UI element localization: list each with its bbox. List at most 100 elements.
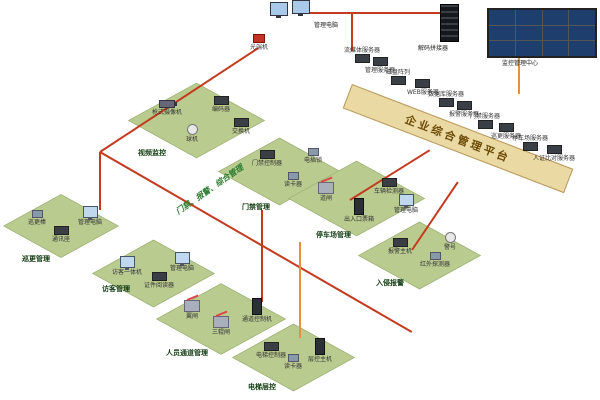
monitor-icon: [82, 206, 98, 220]
device-label: 三辊闸: [212, 329, 231, 336]
server-label: 报警服务器: [449, 111, 480, 118]
card-reader-icon: [287, 354, 299, 362]
device-label: 电插锁: [304, 157, 323, 164]
encoder-icon: [213, 96, 229, 105]
video-wall-cell: [569, 10, 595, 25]
lock-icon: [307, 148, 319, 156]
server-node: 人证比对服务器: [533, 145, 575, 162]
server-node: 巡更服务器: [491, 123, 521, 140]
panel-label-visitor: 访客管理: [102, 285, 130, 293]
pir-detector: 红外探测器: [420, 252, 450, 268]
server-icon: [477, 120, 493, 129]
workstation-icon: [270, 2, 288, 18]
server-icon: [354, 54, 370, 63]
comm-dock-icon: [53, 226, 69, 235]
decoder-server-icon: [440, 4, 459, 42]
tripod-turnstile: 三辊闸: [212, 316, 230, 336]
elevator-controller-icon: [263, 342, 279, 351]
alarm-host-icon: [392, 238, 408, 247]
device-label: 通道控制机: [242, 316, 273, 323]
server-label: WEB服务器: [407, 89, 439, 96]
management-pc: 管理电脑: [78, 206, 102, 226]
electric-lock: 电插锁: [304, 148, 322, 164]
video-wall-cell: [569, 25, 595, 41]
comm-dock: 通讯座: [52, 226, 70, 243]
optical-transceiver-label: 光端机: [250, 44, 269, 51]
device-label: 车辆检测器: [374, 188, 405, 195]
device-label: 管理电脑: [394, 207, 419, 214]
video-wall-cell: [489, 25, 515, 41]
connection-line: [310, 12, 446, 14]
wing-gate: 翼闸: [184, 300, 200, 320]
server-icon: [522, 142, 538, 151]
barrier-gate-icon: [318, 182, 334, 194]
server-node: 报警服务器: [449, 101, 479, 118]
server-label: 流媒体服务器: [344, 47, 381, 54]
connection-line: [261, 210, 263, 302]
video-wall-cell: [515, 25, 542, 41]
panel-label-parking: 停车场管理: [316, 231, 351, 239]
panel-label-passage: 人员通道管理: [166, 349, 208, 357]
siren: 警号: [444, 232, 456, 251]
server-label: 门禁服务器: [470, 113, 501, 120]
elevator-controller: 电梯控制器: [256, 342, 286, 359]
device-label: 枪式摄像机: [152, 109, 183, 116]
server-label: 人证比对服务器: [533, 155, 576, 162]
video-wall-cell: [515, 10, 542, 25]
device-label: 报警主机: [388, 248, 413, 255]
pir-detector-icon: [429, 252, 441, 260]
video-wall-label: 监控管理中心: [502, 60, 539, 67]
server-node: 数据库服务器: [428, 90, 464, 107]
optical-transceiver-icon: [253, 34, 265, 43]
server-node: 磁盘阵列: [386, 68, 410, 85]
device-label: 编码器: [212, 106, 231, 113]
card-reader: 读卡器: [284, 172, 302, 188]
video-wall-cell: [542, 10, 569, 25]
video-wall-cell: [542, 25, 569, 41]
kiosk-icon: [119, 256, 135, 270]
id-reader-icon: [151, 272, 167, 281]
video-wall-cell: [569, 41, 595, 56]
panel-label-access: 门禁管理: [242, 203, 270, 211]
server-node: 停车场服务器: [512, 134, 548, 151]
visitor-kiosk: 访客一体机: [112, 256, 142, 276]
connection-line: [351, 13, 353, 51]
floor-control-host-icon: [315, 338, 325, 355]
server-label: 停车场服务器: [512, 135, 549, 142]
server-node: 门禁服务器: [470, 112, 500, 129]
bullet-camera: 枪式摄像机: [152, 100, 182, 116]
device-label: 门禁控制器: [252, 160, 283, 167]
workstation-label: 管理电脑: [314, 22, 339, 29]
server-label: 磁盘阵列: [386, 69, 411, 76]
ticket-box: 出入口票箱: [344, 198, 374, 223]
passage-controller: 通道控制机: [242, 298, 272, 323]
encoder: 编码器: [212, 96, 230, 113]
video-wall: [487, 8, 597, 58]
server-label: 数据库服务器: [428, 91, 465, 98]
alarm-host: 报警主机: [388, 238, 412, 255]
server-label: 巡更服务器: [491, 133, 522, 140]
device-label: 通讯座: [52, 236, 71, 243]
device-label: 访客一体机: [112, 269, 143, 276]
device-label: 红外探测器: [420, 261, 451, 268]
panel-label-alarm: 入侵报警: [376, 279, 404, 287]
workstation-icon: [292, 0, 310, 16]
patrol-wand: 巡更棒: [28, 210, 46, 226]
optical-transceiver: 光端机: [250, 34, 268, 51]
server-icon: [390, 76, 406, 85]
monitor-icon: [398, 194, 414, 208]
decoder-label: 解码拼接器: [418, 45, 449, 52]
siren-icon: [444, 232, 456, 243]
bullet-camera-icon: [159, 100, 177, 108]
device-label: 道闸: [319, 195, 332, 202]
device-label: 翼闸: [185, 313, 198, 320]
card-reader-icon: [287, 172, 299, 180]
panel-label-patrol: 巡更管理: [22, 255, 50, 263]
monitor-icon: [174, 252, 190, 266]
device-label: 交换机: [232, 128, 251, 135]
barrier-gate: 道闸: [318, 182, 334, 202]
wing-gate-icon: [184, 300, 200, 312]
vehicle-detector-icon: [381, 178, 397, 187]
card-reader: 读卡器: [284, 354, 302, 370]
